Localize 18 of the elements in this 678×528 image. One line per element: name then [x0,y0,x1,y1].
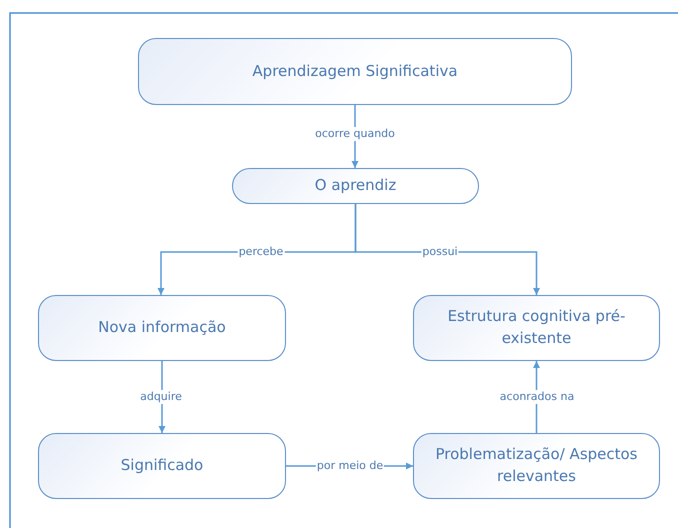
edge-label: adquire [139,390,183,404]
node-text: Problematização/ Aspectos relevantes [434,444,639,487]
node-text: O aprendiz [314,175,398,196]
rounded-box [38,295,286,361]
rounded-box [413,433,660,499]
rounded-box [413,295,660,361]
edge-label: por meio de [316,459,384,473]
node-text: Estrutura cognitiva pré-existente [446,306,626,349]
edge-label: ocorre quando [314,127,396,141]
node-text: Significado [120,455,204,476]
edge-label: possui [421,245,459,259]
edge-label: aconrados na [498,390,576,404]
edge-label: percebe [238,245,284,259]
rounded-box [232,168,479,204]
node-text: Nova informação [97,317,227,338]
rounded-box [38,433,286,499]
node-text: Aprendizagem Significativa [251,60,459,82]
rounded-box [138,38,572,105]
